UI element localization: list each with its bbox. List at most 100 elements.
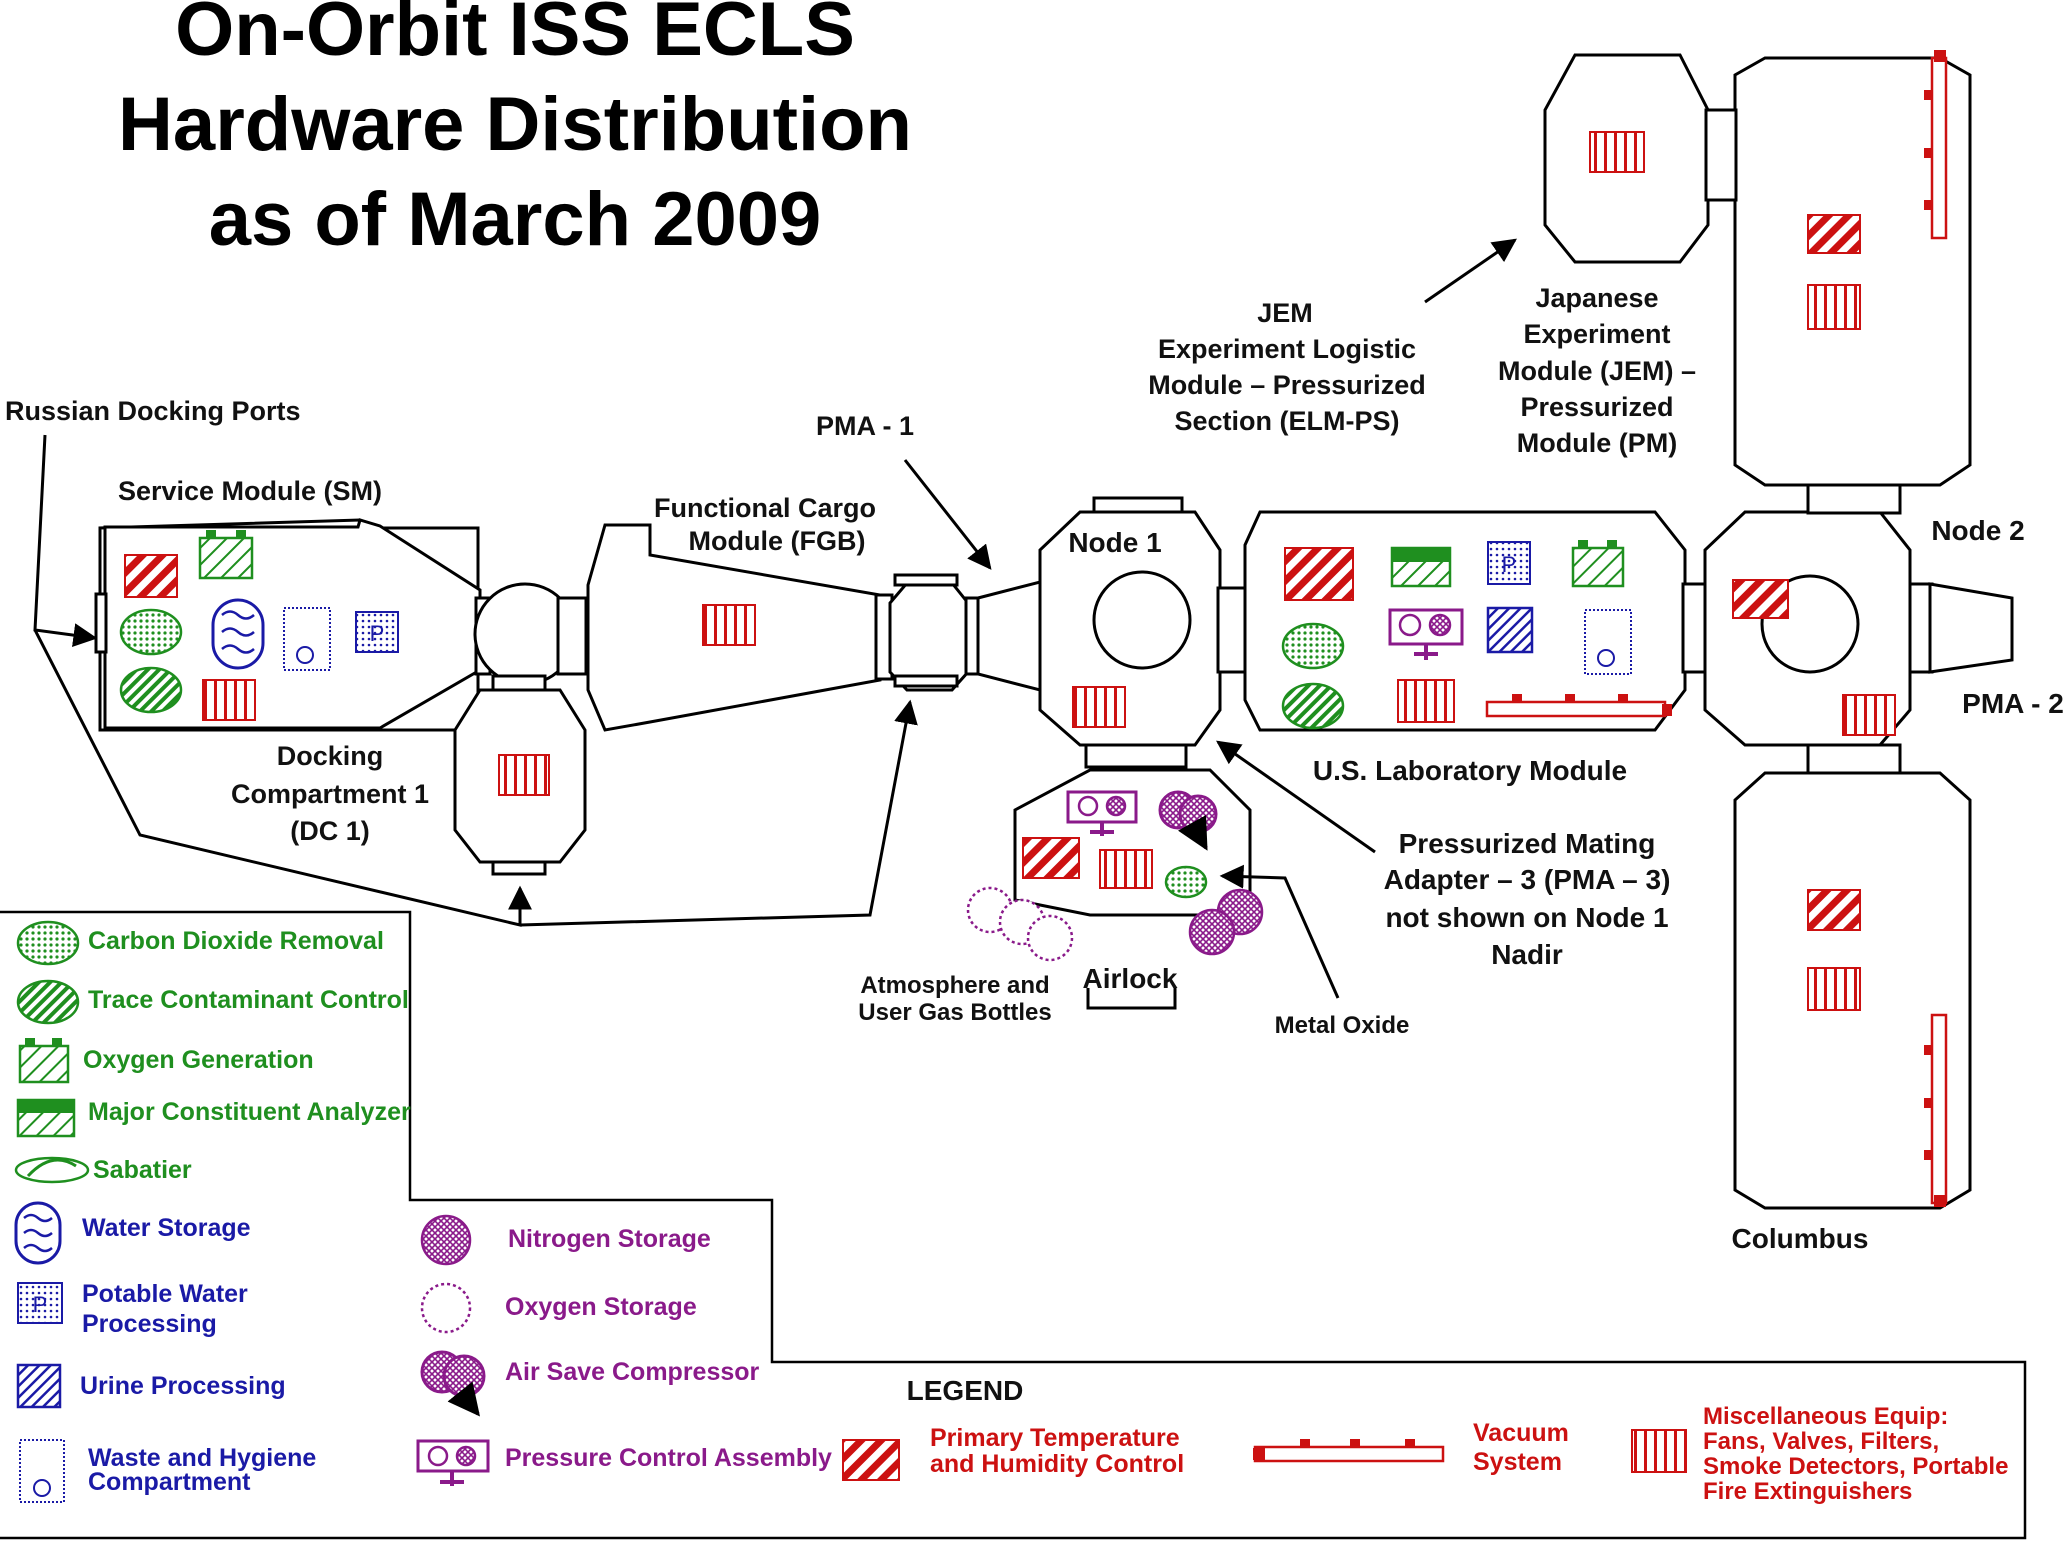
node2-zenith-port [1806,483,1902,515]
fgb-misc-equipment-icon [702,604,756,646]
misc-equipment-icon [1099,849,1153,889]
potable-water-icon [355,611,399,653]
pca-gauge-icon [427,1445,449,1467]
fgb-label-line-1: Functional Cargo [654,493,876,523]
thc-icon [1732,579,1789,619]
pca-gauge-icon [1428,613,1452,637]
metal-oxide-label: Metal Oxide [1275,1012,1410,1039]
jem-label-line-4: Pressurized [1520,392,1673,422]
pca-gauge-icon [1398,613,1422,637]
jem-pm-outline [1733,56,1972,487]
legend-air-save: Air Save Compressor [505,1358,760,1386]
pma2-cone [1928,582,2014,674]
pma3-leader [1216,740,1376,854]
co2-removal-icon [1281,622,1345,670]
oxygen-storage-legend-icon [420,1282,472,1334]
vacuum-port-icon [1924,148,1932,158]
co2-removal-icon [119,608,183,656]
node2-equipment [1732,579,1896,736]
legend-tcc: Trace Contaminant Control [88,986,409,1014]
tcc-legend-icon [16,979,80,1025]
columbus-vacuum-system-icon [1930,1013,1948,1205]
vacuum-valve-icon [1934,1195,1946,1207]
dc1-lower-port [491,860,547,876]
jem-label-line-3: Module (JEM) – [1498,356,1696,386]
legend-misc-line-1: Miscellaneous Equip: [1703,1403,1948,1430]
legend-thc-line-1: Primary Temperature [930,1424,1180,1452]
jem-equipment [1589,50,1948,330]
airlock-equipment [966,790,1264,962]
waste-hygiene-bowl-icon [296,646,314,664]
waste-hygiene-icon [283,607,331,671]
legend-misc-line-2: Fans, Valves, Filters, [1703,1428,1939,1455]
legend-mca: Major Constituent Analyzer [88,1098,411,1126]
urine-legend-icon [16,1363,62,1409]
pma1-label: PMA - 1 [816,411,914,441]
title-line-3: as of March 2009 [209,177,822,262]
legend-potable-line-2: Processing [82,1310,217,1338]
legend-sabatier: Sabatier [93,1156,192,1184]
legend-misc-line-3: Smoke Detectors, Portable [1703,1453,2008,1480]
legend-urine: Urine Processing [80,1372,286,1400]
sm-fgb-connector [556,596,588,676]
us-lab-label: U.S. Laboratory Module [1313,755,1627,786]
legend-potable-line-1: Potable Water [82,1280,248,1308]
sm-equipment: P [119,530,399,721]
oxygen-bottle-icon [1026,914,1074,962]
legend-frame [0,910,2027,1540]
vacuum-port-icon [1924,1150,1932,1160]
mca-bar-icon [18,1100,74,1113]
pma1-leader [903,459,992,570]
legend-oxygen-storage: Oxygen Storage [505,1293,697,1321]
node1-misc-equipment-icon [1072,686,1126,728]
o2gen-legend-icon [18,1044,70,1084]
thc-icon [1807,889,1861,931]
pca-gauge-icon [455,1445,477,1467]
thc-icon [124,554,178,598]
potable-p-glyph: P [370,621,385,646]
o2gen-terminal-icon [206,530,216,538]
jem-label-line-2: Experiment [1523,319,1670,349]
sm-aft-port [94,592,108,654]
air-save-arrow-icon [447,1381,480,1417]
legend-waste-line-2: Compartment [88,1468,251,1496]
legend-waste-line-1: Waste and Hygiene [88,1444,316,1472]
pma3-label-line-4: Nadir [1491,939,1563,970]
vacuum-port-icon [1350,1439,1360,1447]
pca-valve-icon [440,1471,464,1486]
vacuum-valve-icon [1253,1448,1265,1460]
thc-icon [1284,547,1354,601]
misc-equipment-icon [1842,694,1896,736]
title-line-1: On-Orbit ISS ECLS [175,0,855,72]
node1-top-port [1092,496,1184,514]
gas-bottles-label-line-2: User Gas Bottles [858,999,1051,1026]
water-storage-icon [211,598,265,670]
pma1-top-port [893,573,959,587]
trace-contaminant-icon [1281,682,1345,730]
air-save-legend-icon [442,1354,486,1398]
legend-heading: LEGEND [907,1375,1024,1406]
nitrogen-legend-icon [420,1214,472,1266]
jem-thc-icon [1807,214,1861,254]
o2gen-terminal-icon [1578,540,1588,548]
elm-label-line-3: Module – Pressurized [1148,370,1426,400]
pma3-label-line-2: Adapter – 3 (PMA – 3) [1384,864,1671,895]
metal-oxide-icon [1164,865,1208,899]
dc1-label-line-3: (DC 1) [290,816,370,846]
title-line-2: Hardware Distribution [118,82,912,167]
vacuum-port-icon [1924,1098,1932,1108]
columbus-equipment [1807,889,1948,1207]
pma2-label: PMA - 2 [1962,688,2064,719]
jem-label-line-1: Japanese [1535,283,1658,313]
waste-hygiene-bowl-icon [1597,649,1615,667]
oxygen-generation-icon [1571,546,1625,588]
vacuum-port-icon [1924,200,1932,210]
legend-vacuum-line-2: System [1473,1448,1562,1476]
dc1-label-line-1: Docking [277,741,384,771]
waste-hygiene-icon [1584,609,1632,675]
o2gen-terminal-icon [25,1038,35,1046]
legend-o2gen: Oxygen Generation [83,1046,314,1074]
pma1-bottom-port [893,674,959,688]
dc1-misc-equipment-icon [498,754,550,796]
service-module-label: Service Module (SM) [118,476,382,506]
